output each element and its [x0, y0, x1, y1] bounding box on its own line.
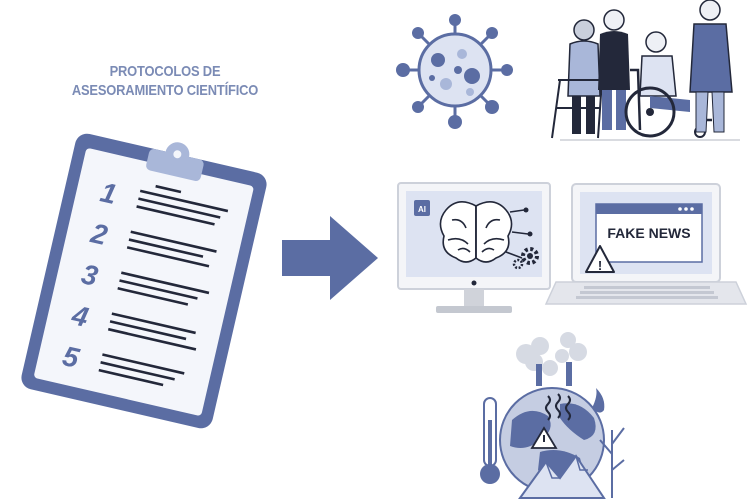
dead-tree-icon [599, 427, 625, 498]
earth-warning-icon [530, 426, 558, 449]
laptop-keyboard [576, 286, 718, 299]
clipboard-clip [146, 142, 204, 181]
ice-mountains [518, 454, 606, 499]
elderly-people-illustration [551, 0, 740, 141]
warning-triangle-icon: ! [585, 245, 615, 273]
flame-icon [592, 388, 605, 413]
fake-news-text: FAKE NEWS [607, 225, 690, 241]
heat-waves-icon [545, 393, 571, 421]
clipboard-text-lines [98, 184, 229, 387]
virus-icon [396, 14, 513, 129]
smoke-clouds [516, 332, 587, 376]
ai-monitor-icon: AI [397, 182, 551, 313]
diagram-title: PROTOCOLOS DE ASESORAMIENTO CIENTÍFICO [58, 62, 273, 100]
step-number-2: 2 [87, 217, 111, 251]
step-number-1: 1 [98, 176, 120, 210]
thermometer-icon [480, 397, 500, 484]
arrow-right-icon [282, 216, 378, 300]
warning-symbol: ! [598, 258, 602, 273]
clipboard-paper [34, 148, 254, 416]
step-number-4: 4 [68, 299, 92, 333]
ai-badge-text: AI [418, 205, 426, 214]
step-number-5: 5 [60, 340, 83, 374]
brain-icon [439, 201, 529, 263]
climate-change-illustration [480, 332, 625, 499]
title-line-2: ASESORAMIENTO CIENTÍFICO [71, 82, 259, 99]
title-line-1: PROTOCOLOS DE [109, 63, 221, 80]
gear-icon [512, 247, 539, 270]
fake-news-laptop-icon: FAKE NEWS ! [544, 183, 748, 305]
step-number-3: 3 [79, 258, 102, 292]
clipboard-icon: 1 2 3 4 5 [21, 133, 267, 429]
ai-badge-icon: AI [414, 200, 430, 216]
